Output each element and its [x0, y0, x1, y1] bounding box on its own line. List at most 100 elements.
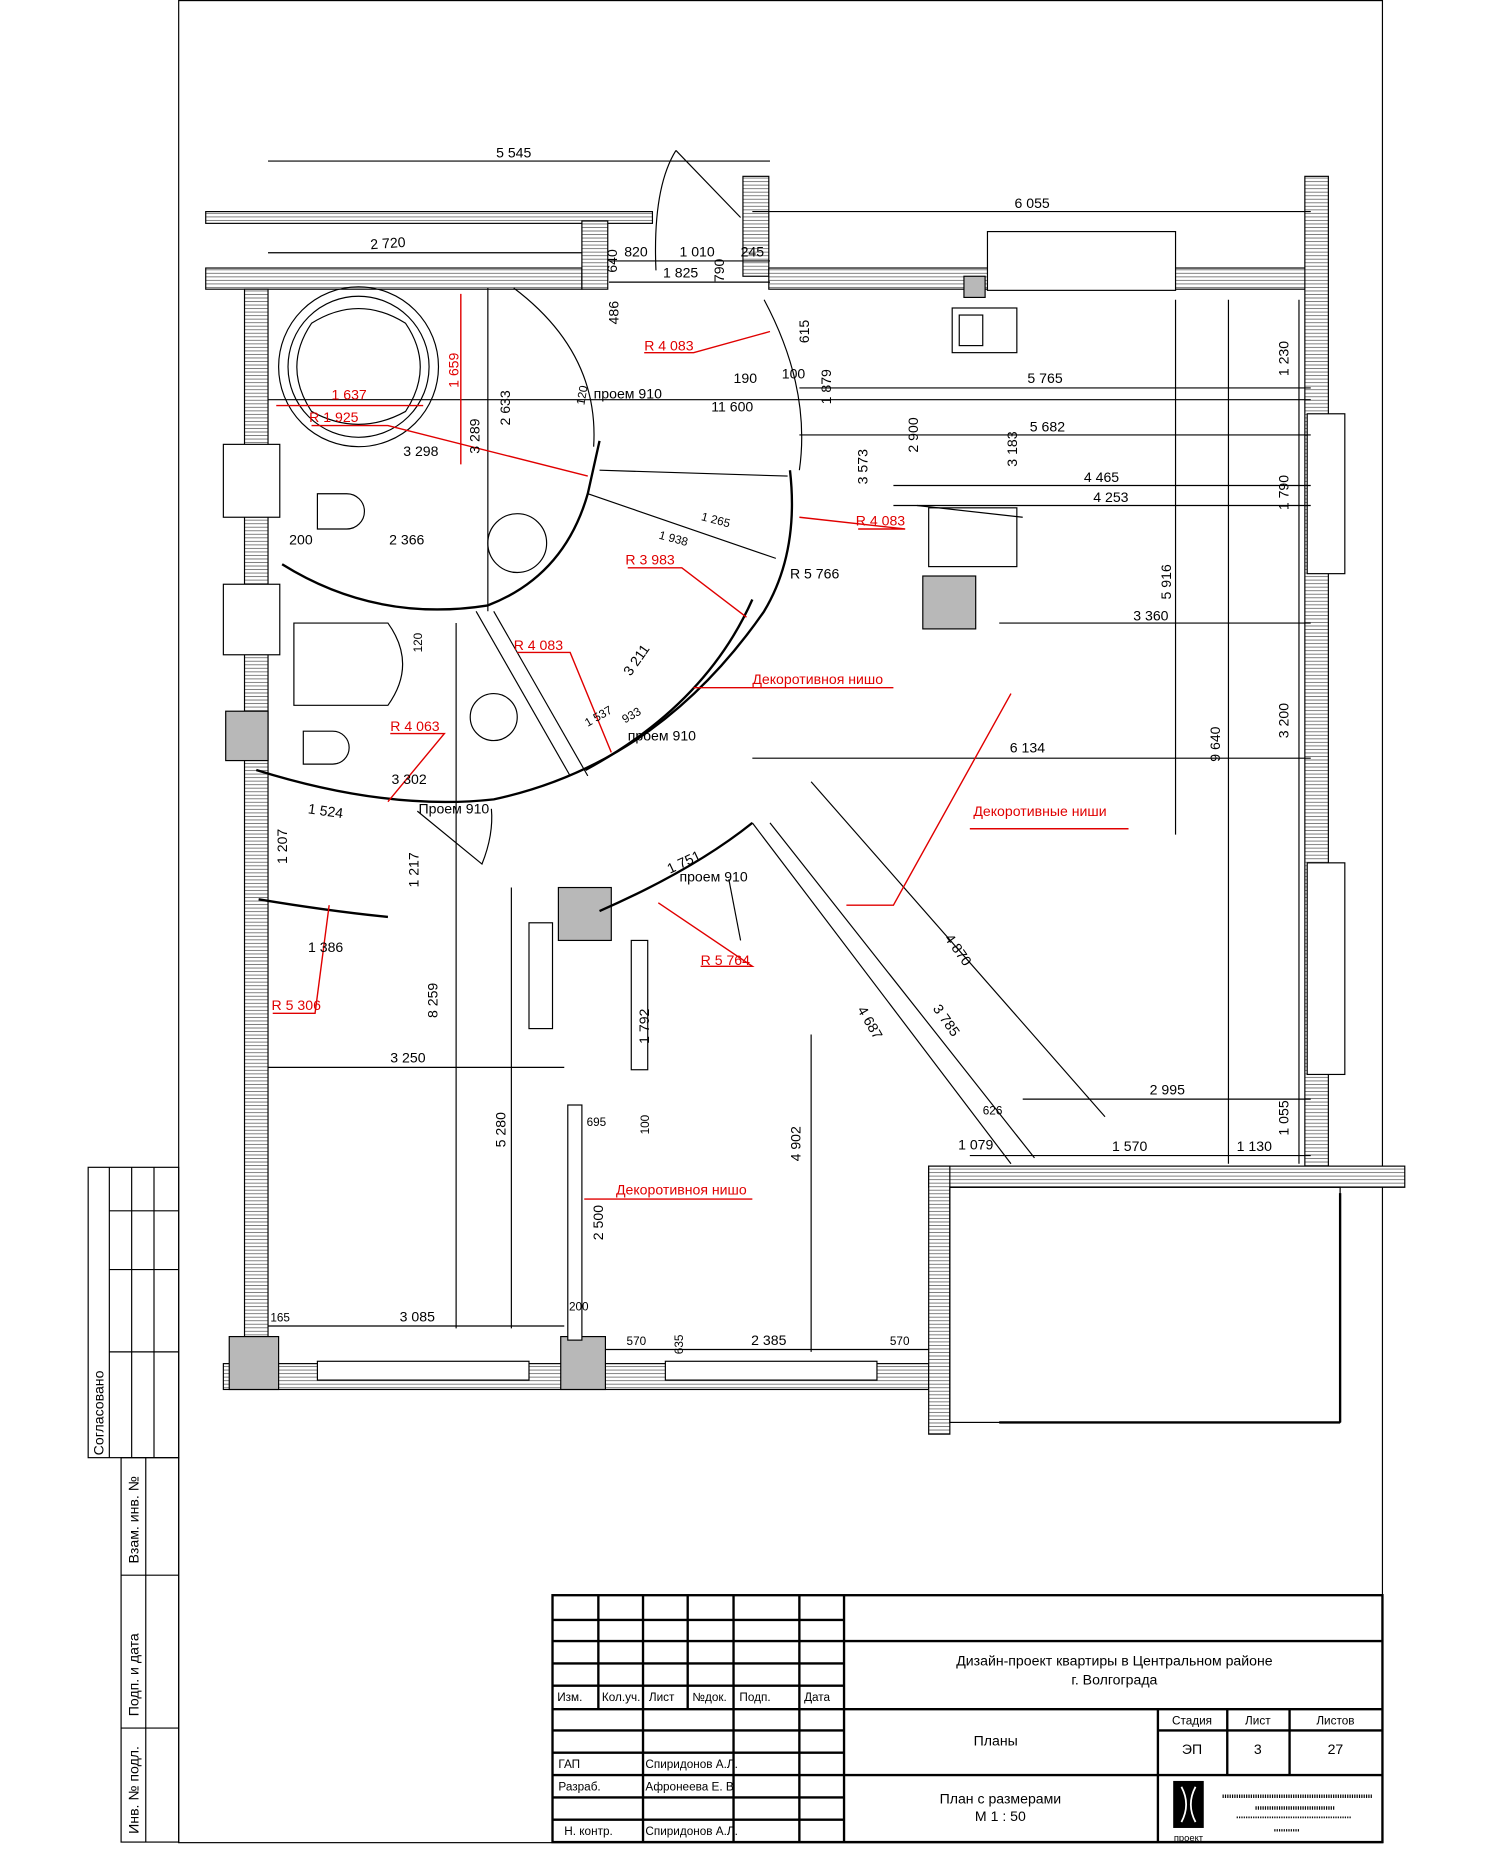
project-city: г. Волгограда — [1071, 1672, 1157, 1688]
dim-label: 1 010 — [679, 243, 714, 259]
balcony-wall — [928, 1165, 951, 1435]
col-header: Дата — [804, 1691, 830, 1704]
dim-label: 3 250 — [390, 1050, 425, 1066]
radius-label: R 4 083 — [644, 337, 694, 353]
dim-label: R 5 766 — [790, 565, 840, 581]
dim-label: 1 537 — [583, 704, 615, 730]
dim-label: 2 366 — [389, 531, 424, 547]
dim-label: 640 — [604, 249, 620, 273]
radius-label: R 5 306 — [272, 997, 322, 1013]
company-logo: проект — [1173, 1780, 1374, 1843]
window-right-1 — [1306, 413, 1346, 575]
radius-label: R 5 764 — [701, 952, 751, 968]
radius-label: R 1 925 — [309, 409, 359, 425]
dim-label: 570 — [627, 1335, 647, 1348]
dim-label: 3 211 — [620, 641, 653, 678]
dim-label: 2 995 — [1150, 1081, 1185, 1097]
side-stamp: Согласовано Взам. инв. № Подп. и дата Ин… — [87, 1166, 180, 1843]
window-right-2 — [1306, 862, 1346, 1076]
title-block: Изм. Кол.уч. Лист №док. Подп. Дата ГАП С… — [551, 1594, 1384, 1844]
entrance-door — [654, 150, 677, 271]
radius-label: R 4 083 — [514, 637, 564, 653]
dim-label: 8 259 — [424, 983, 440, 1018]
stage-label: Стадия — [1172, 1715, 1212, 1728]
dim-label: 1 825 — [663, 264, 698, 280]
red-annotations: R 4 083 1 659 1 637 R 1 925 R 4 083 R 3 … — [272, 337, 1107, 1197]
radius-leaders — [272, 293, 1129, 1200]
dim-label: 4 465 — [1084, 469, 1119, 485]
dim-label: 695 — [587, 1116, 607, 1129]
dim-label: 5 765 — [1027, 370, 1062, 386]
radius-label: R 3 983 — [625, 551, 675, 567]
dim-label: 3 573 — [855, 449, 871, 484]
dim-label: 5 682 — [1030, 418, 1065, 434]
col-header: Кол.уч. — [602, 1691, 641, 1704]
col-header: Изм. — [557, 1691, 582, 1704]
sheet-scale: М 1 : 50 — [975, 1808, 1026, 1824]
dim-label-red: 1 637 — [332, 387, 367, 403]
dim-label: 1 386 — [308, 939, 343, 955]
kitchen-sink — [951, 307, 1018, 354]
name-developer: Афронеева Е. В — [645, 1780, 734, 1793]
dim-label: 1 130 — [1237, 1138, 1272, 1154]
dim-label: 3 298 — [403, 443, 438, 459]
wall-top-outer — [205, 211, 654, 224]
dimension-lines — [268, 160, 1311, 1352]
dim-label: 570 — [890, 1335, 910, 1348]
col-header: Лист — [649, 1691, 675, 1704]
dim-label: 3 785 — [930, 1001, 963, 1039]
dim-label: 1 217 — [405, 852, 421, 887]
dim-label: 4 253 — [1093, 489, 1128, 505]
dim-label: 120 — [574, 384, 590, 406]
dim-label: 100 — [639, 1114, 652, 1134]
replace-inv-label: Взам. инв. № — [126, 1476, 142, 1563]
name-norm-control: Спиридонов А.Л. — [645, 1825, 738, 1838]
dim-label: 3 360 — [1133, 608, 1168, 624]
dim-label: 3 302 — [391, 771, 426, 787]
agreed-label: Согласовано — [90, 1370, 106, 1455]
niche-label: Декоротивноя нишо — [752, 671, 883, 687]
sheets-value: 27 — [1328, 1741, 1344, 1757]
dim-label: 9 640 — [1207, 726, 1223, 761]
dim-label: 1 790 — [1275, 475, 1291, 510]
dim-label: 100 — [782, 366, 806, 382]
toilet-1 — [316, 493, 366, 530]
dim-label: 4 687 — [854, 1003, 886, 1042]
radius-label: R 4 083 — [856, 512, 906, 528]
dim-label: 3 289 — [467, 418, 483, 453]
dim-label: 3 183 — [1004, 431, 1020, 466]
dim-label: 933 — [620, 705, 644, 726]
niche-label: Декоротивноя нишо — [616, 1181, 747, 1197]
dim-label: 245 — [741, 243, 765, 259]
dim-label: 200 — [569, 1301, 589, 1314]
dimension-labels: 5 545 6 055 2 720 820 1 010 245 640 1 82… — [270, 145, 1291, 1355]
dim-label: 5 280 — [492, 1112, 508, 1147]
project-title: Дизайн-проект квартиры в Центральном рай… — [956, 1653, 1273, 1669]
dim-label: 790 — [711, 258, 727, 282]
sheet-value: 3 — [1254, 1741, 1262, 1757]
dim-label: 820 — [624, 243, 648, 259]
dim-label: 6 134 — [1010, 739, 1045, 755]
logo-text: проект — [1174, 1832, 1204, 1843]
role-developer: Разраб. — [558, 1780, 600, 1793]
wall-top — [205, 267, 583, 290]
toilet-2 — [302, 730, 350, 765]
stage-value: ЭП — [1182, 1741, 1202, 1757]
dim-label: 5 916 — [1158, 564, 1174, 599]
dim-label: 1 792 — [636, 1008, 652, 1043]
dim-label: 1 230 — [1275, 341, 1291, 376]
dim-label: 635 — [673, 1334, 686, 1354]
dim-label: 3 085 — [400, 1308, 435, 1324]
dim-label: 200 — [289, 531, 313, 547]
dim-label: 1 079 — [958, 1137, 993, 1153]
window-bottom-1 — [316, 1360, 530, 1381]
opening-label: проем 910 — [628, 728, 696, 744]
dim-label: 11 600 — [711, 398, 753, 414]
dim-label: 6 055 — [1014, 195, 1049, 211]
role-norm-control: Н. контр. — [564, 1825, 613, 1838]
niche-label: Декоротивные ниши — [973, 803, 1106, 819]
sheet-title: План с размерами — [940, 1790, 1062, 1806]
bathtub — [278, 286, 440, 448]
dim-label: 3 200 — [1275, 703, 1291, 738]
